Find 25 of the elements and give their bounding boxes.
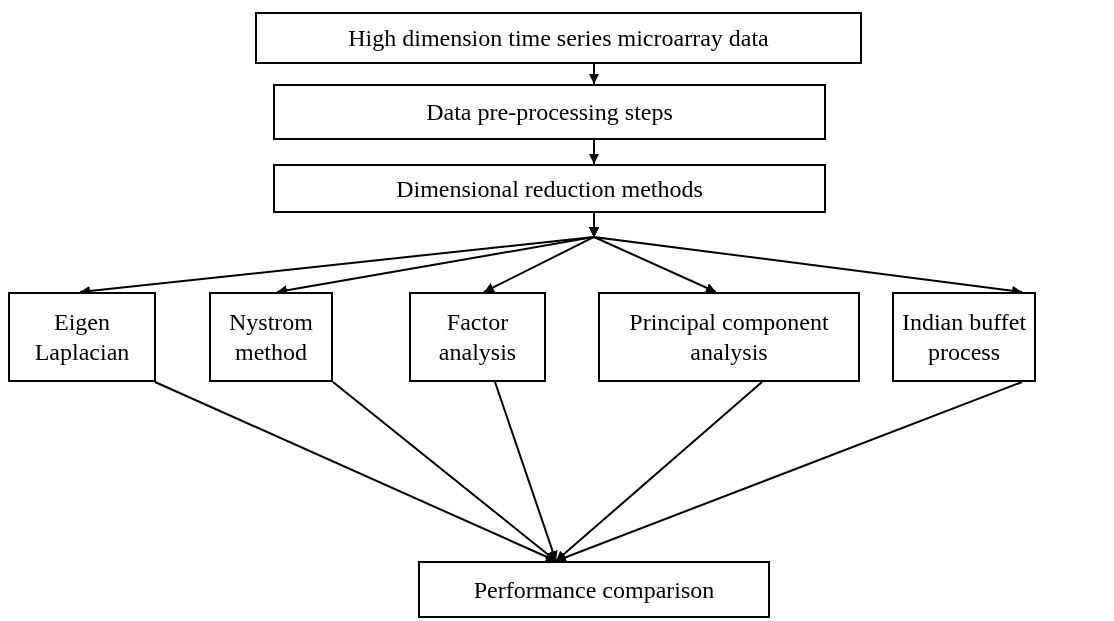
process-box <box>409 292 546 382</box>
process-box <box>255 12 862 64</box>
process-box <box>892 292 1036 382</box>
box-label: Factor analysis <box>437 308 518 367</box>
box-label: Eigen Laplacian <box>33 308 131 367</box>
process-box <box>8 292 156 382</box>
box-label: Indian buffet process <box>900 308 1028 367</box>
arrow <box>589 63 599 85</box>
box-label: High dimension time series microarray data <box>348 24 769 53</box>
process-box <box>598 292 860 382</box>
arrow <box>589 139 599 165</box>
arrow <box>154 381 557 562</box>
arrow <box>494 381 558 562</box>
box-label: Performance comparison <box>473 575 715 605</box>
process-box <box>273 84 826 140</box>
box-label: Dimensional reduction methods <box>396 174 703 204</box>
arrow <box>555 381 1023 563</box>
box-label: Data pre-processing steps <box>426 98 673 127</box>
process-box <box>209 292 333 382</box>
box-label: Nystrom method <box>228 308 314 367</box>
arrow <box>555 381 763 562</box>
arrow <box>332 381 557 562</box>
box-label: Principal component analysis <box>628 308 830 367</box>
process-box <box>273 164 826 213</box>
process-box <box>418 561 770 618</box>
